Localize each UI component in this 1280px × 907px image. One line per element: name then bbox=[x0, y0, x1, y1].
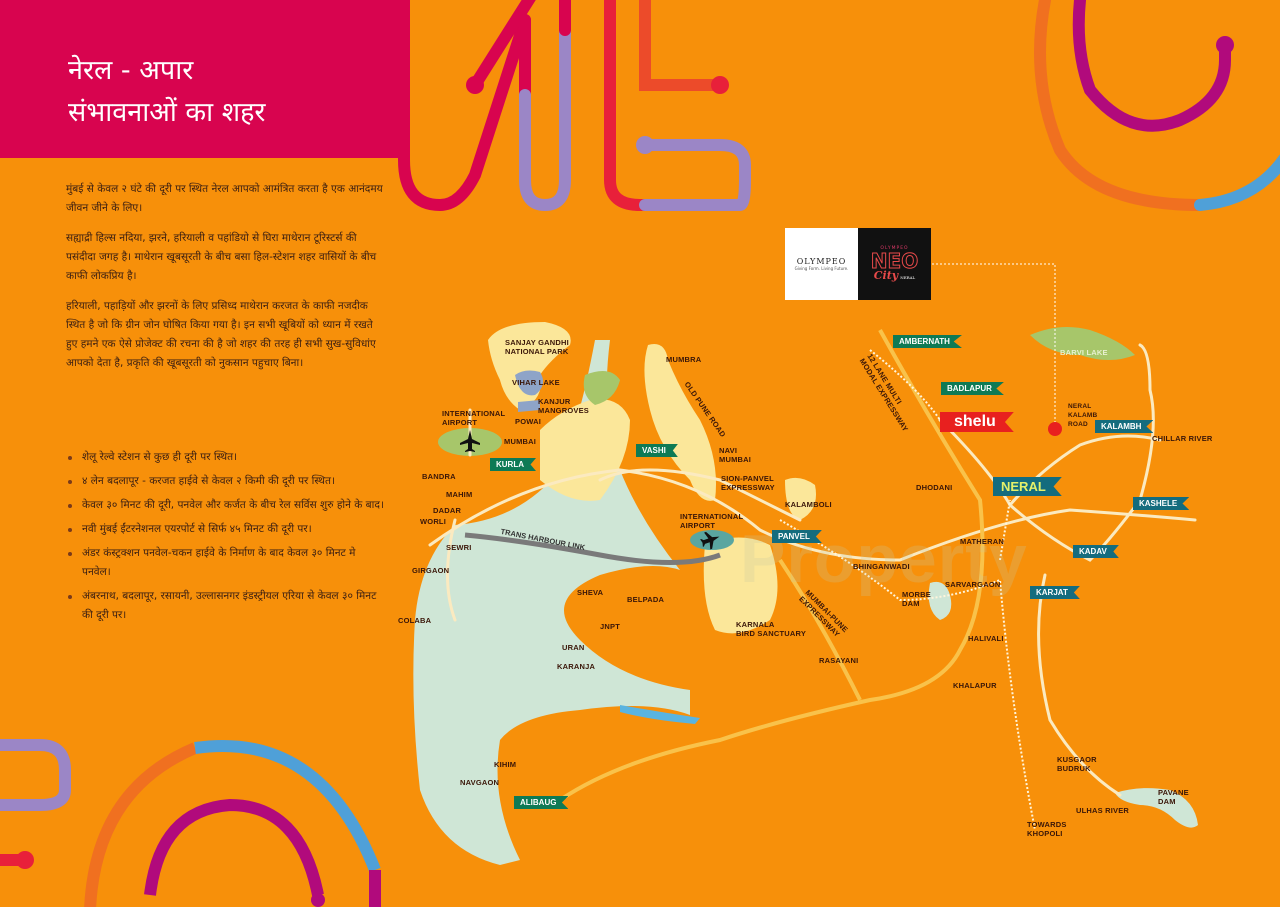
map-label: WORLI bbox=[420, 517, 446, 526]
map-label: KUSGAOR BUDRUK bbox=[1057, 755, 1097, 773]
feature-item: अंडर कंस्ट्रक्शन पनवेल-चकन हाईवे के निर्… bbox=[66, 544, 386, 582]
map-label: KANJUR MANGROVES bbox=[538, 397, 589, 415]
flag-kashele: KASHELE bbox=[1133, 497, 1190, 510]
feature-list: शेलू रेल्वे स्टेशन से कुछ ही दूरी पर स्थ… bbox=[66, 448, 386, 630]
airport-icon bbox=[700, 531, 720, 550]
map-label: JNPT bbox=[600, 622, 620, 631]
feature-item: केवल ३० मिनट की दूरी, पनवेल और कर्जत के … bbox=[66, 496, 386, 515]
flag-shelu: shelu bbox=[940, 412, 1014, 432]
map-label: GIRGAON bbox=[412, 566, 450, 575]
map-label: MUMBAI bbox=[504, 437, 537, 446]
map-label: POWAI bbox=[515, 417, 542, 426]
map-label: NERAL KALAMB ROAD bbox=[1068, 403, 1098, 428]
airport-icon bbox=[460, 430, 480, 452]
map-label: TOWARDS KHOPOLI bbox=[1027, 820, 1067, 838]
map-label: SEWRI bbox=[446, 543, 472, 552]
map-label: BELPADA bbox=[627, 595, 665, 604]
intro-text: मुंबई से केवल २ घंटे की दूरी पर स्थित ने… bbox=[66, 180, 386, 384]
map-label: URAN bbox=[562, 643, 585, 652]
map-label: SION-PANVEL EXPRESSWAY bbox=[721, 474, 775, 492]
map-label: SANJAY GANDHI NATIONAL PARK bbox=[505, 338, 569, 356]
flag-kalambh: KALAMBH bbox=[1095, 420, 1154, 433]
map-label: KHALAPUR bbox=[953, 681, 997, 690]
flag-karjat: KARJAT bbox=[1030, 586, 1080, 599]
map-label: ULHAS RIVER bbox=[1076, 806, 1130, 815]
page-title: नेरल - अपार संभावनाओं का शहर bbox=[68, 50, 265, 134]
intro-paragraph: हरियाली, पहाड़ियों और झरनों के लिए प्रसि… bbox=[66, 300, 376, 369]
map-label: MORBE DAM bbox=[902, 590, 931, 608]
map-label: MUMBRA bbox=[666, 355, 702, 364]
flag-kurla: KURLA bbox=[490, 458, 536, 471]
map-label: DADAR bbox=[433, 506, 462, 515]
map-label: VIHAR LAKE bbox=[512, 378, 560, 387]
map-label: DHODANI bbox=[916, 483, 953, 492]
map-label: HALIVALI bbox=[968, 634, 1004, 643]
map-label: CHILLAR RIVER bbox=[1152, 434, 1213, 443]
map-label: SHEVA bbox=[577, 588, 604, 597]
map-label: MAHIM bbox=[446, 490, 473, 499]
feature-item: नवी मुंबई ईंटरनेशनल एयरपोर्ट से सिर्फ ४५… bbox=[66, 520, 386, 539]
flag-ambernath: AMBERNATH bbox=[893, 335, 962, 348]
feature-item: अंबरनाथ, बदलापूर, रसायनी, उल्लासनगर इंडस… bbox=[66, 587, 386, 625]
flag-alibaug: ALIBAUG bbox=[514, 796, 569, 809]
map-label: INTERNATIONAL AIRPORT bbox=[680, 512, 744, 530]
feature-item: ४ लेन बदलापूर - करजत हाईवे से केवल २ किम… bbox=[66, 472, 386, 491]
map-label: PAVANE DAM bbox=[1158, 788, 1189, 806]
map-label: KIHIM bbox=[494, 760, 517, 769]
intro-paragraph: मुंबई से केवल २ घंटे की दूरी पर स्थित ने… bbox=[66, 183, 383, 214]
brand-logos: OLYMPEO Giving Form. Living Future. OLYM… bbox=[785, 228, 931, 300]
map-label: KARNALA BIRD SANCTUARY bbox=[736, 620, 807, 638]
intro-paragraph: सह्याद्री हिल्स नदिया, झरने, हरियाली व प… bbox=[66, 232, 377, 282]
flag-kadav: KADAV bbox=[1073, 545, 1119, 558]
map-label: MATHERAN bbox=[960, 537, 1004, 546]
flag-badlapur: BADLAPUR bbox=[941, 382, 1004, 395]
developer-logo: OLYMPEO Giving Form. Living Future. bbox=[785, 228, 858, 300]
map-label: BARVI LAKE bbox=[1060, 348, 1108, 357]
map-label: NAVGAON bbox=[460, 778, 500, 787]
map-label: RASAYANI bbox=[819, 656, 859, 665]
feature-item: शेलू रेल्वे स्टेशन से कुछ ही दूरी पर स्थ… bbox=[66, 448, 386, 467]
map-label: NAVI MUMBAI bbox=[719, 446, 752, 464]
map-label: KALAMBOLI bbox=[785, 500, 832, 509]
title-block: नेरल - अपार संभावनाओं का शहर bbox=[0, 0, 403, 158]
flag-panvel: PANVEL bbox=[772, 530, 822, 543]
flag-neral: NERAL bbox=[993, 477, 1062, 496]
map-label: BANDRA bbox=[422, 472, 456, 481]
title-line-1: नेरल - अपार bbox=[68, 55, 194, 86]
map-label: BHINGANWADI bbox=[853, 562, 910, 571]
title-line-2: संभावनाओं का शहर bbox=[68, 97, 266, 128]
map-label: KARANJA bbox=[557, 662, 596, 671]
map-label: INTERNATIONAL AIRPORT bbox=[442, 409, 506, 427]
flag-vashi: VASHI bbox=[636, 444, 678, 457]
map-label: COLABA bbox=[398, 616, 432, 625]
map-label: SARVARGAON bbox=[945, 580, 1001, 589]
